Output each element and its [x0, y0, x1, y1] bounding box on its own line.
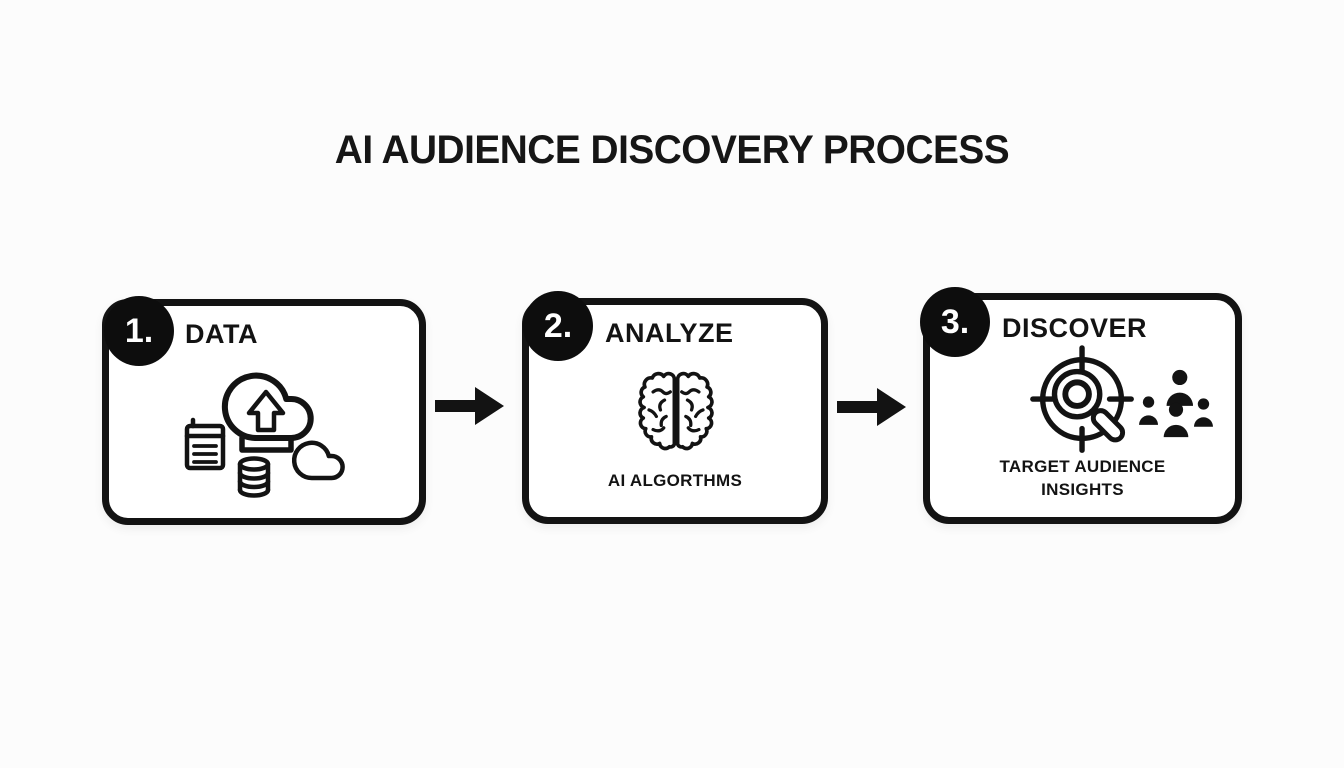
step-caption: TARGET AUDIENCE INSIGHTS	[999, 457, 1166, 499]
document-icon	[184, 417, 226, 471]
page-title: AI AUDIENCE DISCOVERY PROCESS	[334, 128, 1010, 172]
arrow-right-icon	[837, 388, 906, 426]
step-number-badge: 1.	[104, 296, 174, 366]
step-number-badge: 2.	[523, 291, 593, 361]
step-number: 2.	[543, 306, 573, 345]
step-label: DATA	[185, 319, 258, 349]
brain-icon	[638, 371, 714, 451]
data-icons-cluster	[184, 372, 345, 498]
step-number: 3.	[940, 302, 970, 341]
cloud-upload-icon	[221, 372, 314, 453]
step-number-badge: 3.	[920, 287, 990, 357]
step-label: ANALYZE	[605, 318, 734, 348]
step-box-analyze: 2. ANALYZE AI ALGORTHMS	[522, 291, 828, 524]
step-caption	[109, 306, 419, 329]
target-search-icon	[1030, 345, 1134, 453]
audience-group-icon	[1139, 369, 1213, 438]
database-icon	[237, 456, 271, 498]
step-box-data: 1. DATA	[102, 296, 426, 525]
arrow-right-icon	[435, 387, 504, 425]
step-number: 1.	[124, 311, 154, 350]
cloud-icon	[291, 440, 345, 481]
step-label: DISCOVER	[1002, 313, 1148, 343]
step-caption: AI ALGORTHMS	[607, 471, 743, 490]
step-box-discover: 3. DISCOVER TARGET AUDIENCE INSIGHTS	[920, 287, 1242, 524]
